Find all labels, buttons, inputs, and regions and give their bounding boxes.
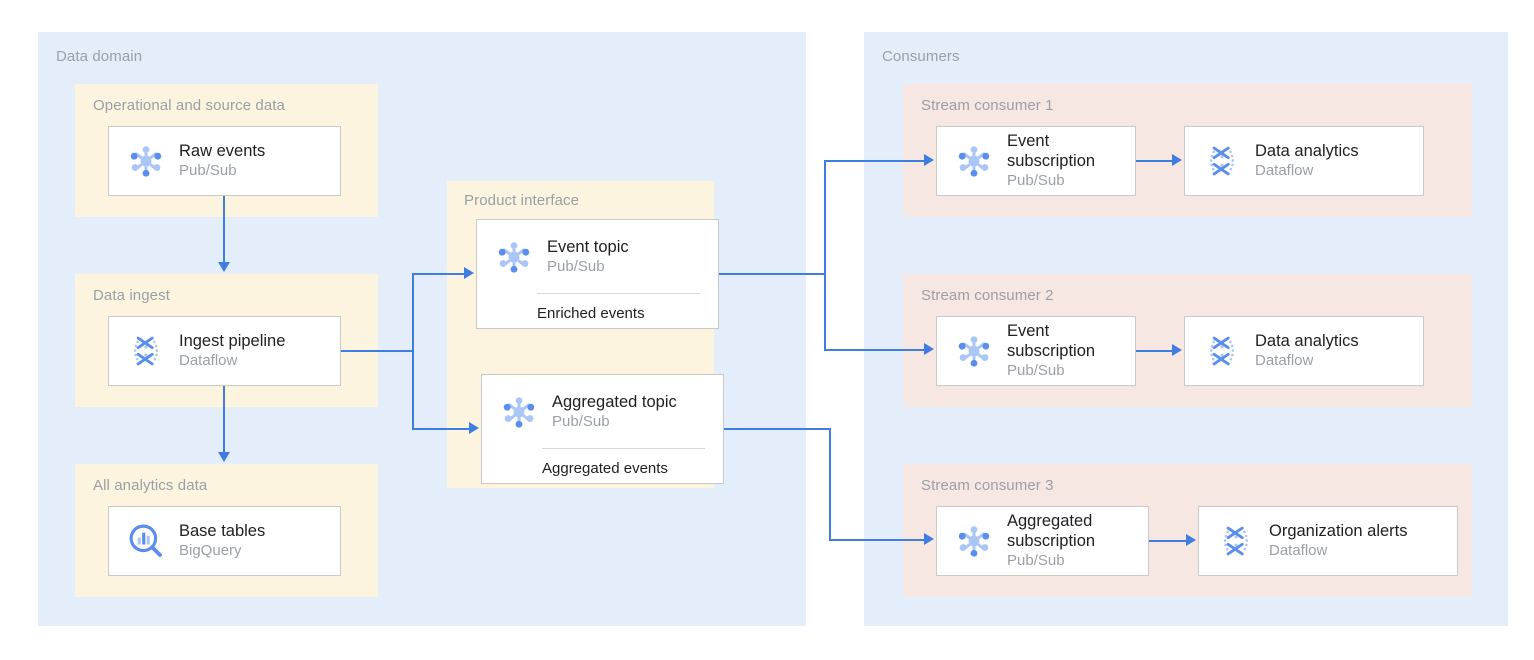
connector-ingest-out bbox=[341, 350, 414, 352]
node-text: Aggregated subscription Pub/Sub bbox=[1007, 512, 1148, 570]
arrowhead-sub3-to-org-alerts bbox=[1186, 533, 1196, 546]
connector-aggregated-drop-vertical bbox=[829, 428, 831, 541]
arrowhead-raw-to-ingest bbox=[217, 262, 230, 272]
node-aggregated-topic[interactable]: Aggregated topic Pub/Sub Aggregated even… bbox=[481, 374, 724, 484]
node-event-topic[interactable]: Event topic Pub/Sub Enriched events bbox=[476, 219, 719, 329]
node-text: Event subscription Pub/Sub bbox=[1007, 322, 1135, 380]
group-label-product-interface: Product interface bbox=[464, 192, 580, 209]
node-header-row: Aggregated topic Pub/Sub bbox=[482, 375, 723, 435]
node-title: Organization alerts bbox=[1269, 521, 1408, 540]
node-text: Base tables BigQuery bbox=[179, 522, 340, 560]
node-subtitle: Pub/Sub bbox=[179, 162, 237, 180]
node-event-subscription-2[interactable]: Event subscription Pub/Sub bbox=[936, 316, 1136, 386]
group-label-consumers: Consumers bbox=[882, 48, 960, 65]
node-subtitle: Dataflow bbox=[179, 352, 238, 370]
node-title: Base tables bbox=[179, 521, 266, 540]
dataflow-icon bbox=[1199, 138, 1245, 184]
connector-sub3-to-org-alerts bbox=[1149, 540, 1186, 542]
bigquery-icon bbox=[123, 518, 169, 564]
arrowhead-to-event-topic bbox=[464, 266, 474, 279]
node-text: Event subscription Pub/Sub bbox=[1007, 132, 1135, 190]
node-organization-alerts-3[interactable]: Organization alerts Dataflow bbox=[1198, 506, 1458, 576]
connector-aggregated-to-sub-3 bbox=[829, 539, 924, 541]
connector-ingest-to-event-topic bbox=[412, 273, 464, 275]
node-aggregated-subscription-3[interactable]: Aggregated subscription Pub/Sub bbox=[936, 506, 1149, 576]
node-title: Aggregated subscription bbox=[1007, 512, 1096, 550]
arrowhead-to-event-sub-1 bbox=[924, 153, 934, 166]
node-text: Raw events Pub/Sub bbox=[179, 142, 340, 180]
node-text: Event topic Pub/Sub bbox=[547, 238, 718, 276]
connector-sub1-to-analytics1 bbox=[1136, 160, 1172, 162]
node-ingest-pipeline[interactable]: Ingest pipeline Dataflow bbox=[108, 316, 341, 386]
connector-aggregated-topic-out bbox=[724, 428, 831, 430]
node-subtitle: Dataflow bbox=[1269, 542, 1328, 560]
node-subtitle: Dataflow bbox=[1255, 352, 1314, 370]
node-raw-events[interactable]: Raw events Pub/Sub bbox=[108, 126, 341, 196]
node-subtitle: Pub/Sub bbox=[547, 258, 605, 276]
connector-event-topic-out bbox=[719, 273, 826, 275]
node-title: Event topic bbox=[547, 237, 629, 256]
node-subtitle: Pub/Sub bbox=[1007, 361, 1065, 379]
node-text: Ingest pipeline Dataflow bbox=[179, 332, 340, 370]
card-divider bbox=[542, 448, 705, 449]
pubsub-icon bbox=[951, 328, 997, 374]
group-label-data-ingest: Data ingest bbox=[93, 287, 170, 304]
node-text: Aggregated topic Pub/Sub bbox=[552, 393, 723, 431]
node-text: Data analytics Dataflow bbox=[1255, 142, 1423, 180]
node-subtitle: Pub/Sub bbox=[1007, 551, 1065, 569]
connector-ingest-to-aggregated-topic bbox=[412, 428, 469, 430]
group-label-operational-source-data: Operational and source data bbox=[93, 97, 285, 114]
group-label-data-domain: Data domain bbox=[56, 48, 143, 65]
pubsub-icon bbox=[951, 518, 997, 564]
group-label-stream-consumer-3: Stream consumer 3 bbox=[921, 477, 1054, 494]
node-subtitle: Pub/Sub bbox=[552, 413, 610, 431]
connector-event-topic-to-sub-1 bbox=[824, 160, 924, 162]
arrowhead-to-aggregated-topic bbox=[469, 421, 479, 434]
node-data-analytics-1[interactable]: Data analytics Dataflow bbox=[1184, 126, 1424, 196]
arrowhead-sub2-to-analytics2 bbox=[1172, 343, 1182, 356]
group-label-stream-consumer-1: Stream consumer 1 bbox=[921, 97, 1054, 114]
dataflow-icon bbox=[123, 328, 169, 374]
pubsub-icon bbox=[951, 138, 997, 184]
connector-event-topic-to-sub-2 bbox=[824, 349, 924, 351]
arrowhead-to-aggregated-sub-3 bbox=[924, 532, 934, 545]
node-title: Data analytics bbox=[1255, 141, 1359, 160]
node-title: Aggregated topic bbox=[552, 392, 677, 411]
connector-ingest-to-base-tables bbox=[223, 386, 225, 452]
group-label-all-analytics-data: All analytics data bbox=[93, 477, 208, 494]
node-text: Data analytics Dataflow bbox=[1255, 332, 1423, 370]
dataflow-icon bbox=[1213, 518, 1259, 564]
card-divider bbox=[537, 293, 700, 294]
node-title: Event subscription bbox=[1007, 322, 1096, 360]
node-subtitle: Dataflow bbox=[1255, 162, 1314, 180]
node-footer: Enriched events bbox=[537, 305, 645, 322]
connector-event-topic-split-vertical bbox=[824, 160, 826, 351]
arrowhead-ingest-to-base-tables bbox=[217, 452, 230, 462]
node-footer: Aggregated events bbox=[542, 460, 668, 477]
dataflow-icon bbox=[1199, 328, 1245, 374]
connector-sub2-to-analytics2 bbox=[1136, 350, 1172, 352]
node-event-subscription-1[interactable]: Event subscription Pub/Sub bbox=[936, 126, 1136, 196]
group-label-stream-consumer-2: Stream consumer 2 bbox=[921, 287, 1054, 304]
node-title: Raw events bbox=[179, 141, 266, 160]
pubsub-icon bbox=[123, 138, 169, 184]
node-header-row: Event topic Pub/Sub bbox=[477, 220, 718, 280]
node-subtitle: BigQuery bbox=[179, 542, 242, 560]
connector-ingest-split-vertical bbox=[412, 273, 414, 430]
node-title: Data analytics bbox=[1255, 331, 1359, 350]
arrowhead-sub1-to-analytics1 bbox=[1172, 153, 1182, 166]
node-text: Organization alerts Dataflow bbox=[1269, 522, 1457, 560]
node-title: Event subscription bbox=[1007, 132, 1096, 170]
node-data-analytics-2[interactable]: Data analytics Dataflow bbox=[1184, 316, 1424, 386]
node-subtitle: Pub/Sub bbox=[1007, 171, 1065, 189]
arrowhead-to-event-sub-2 bbox=[924, 342, 934, 355]
connector-raw-events-to-ingest bbox=[223, 196, 225, 262]
node-title: Ingest pipeline bbox=[179, 331, 286, 350]
node-base-tables[interactable]: Base tables BigQuery bbox=[108, 506, 341, 576]
pubsub-icon bbox=[491, 234, 537, 280]
pubsub-icon bbox=[496, 389, 542, 435]
